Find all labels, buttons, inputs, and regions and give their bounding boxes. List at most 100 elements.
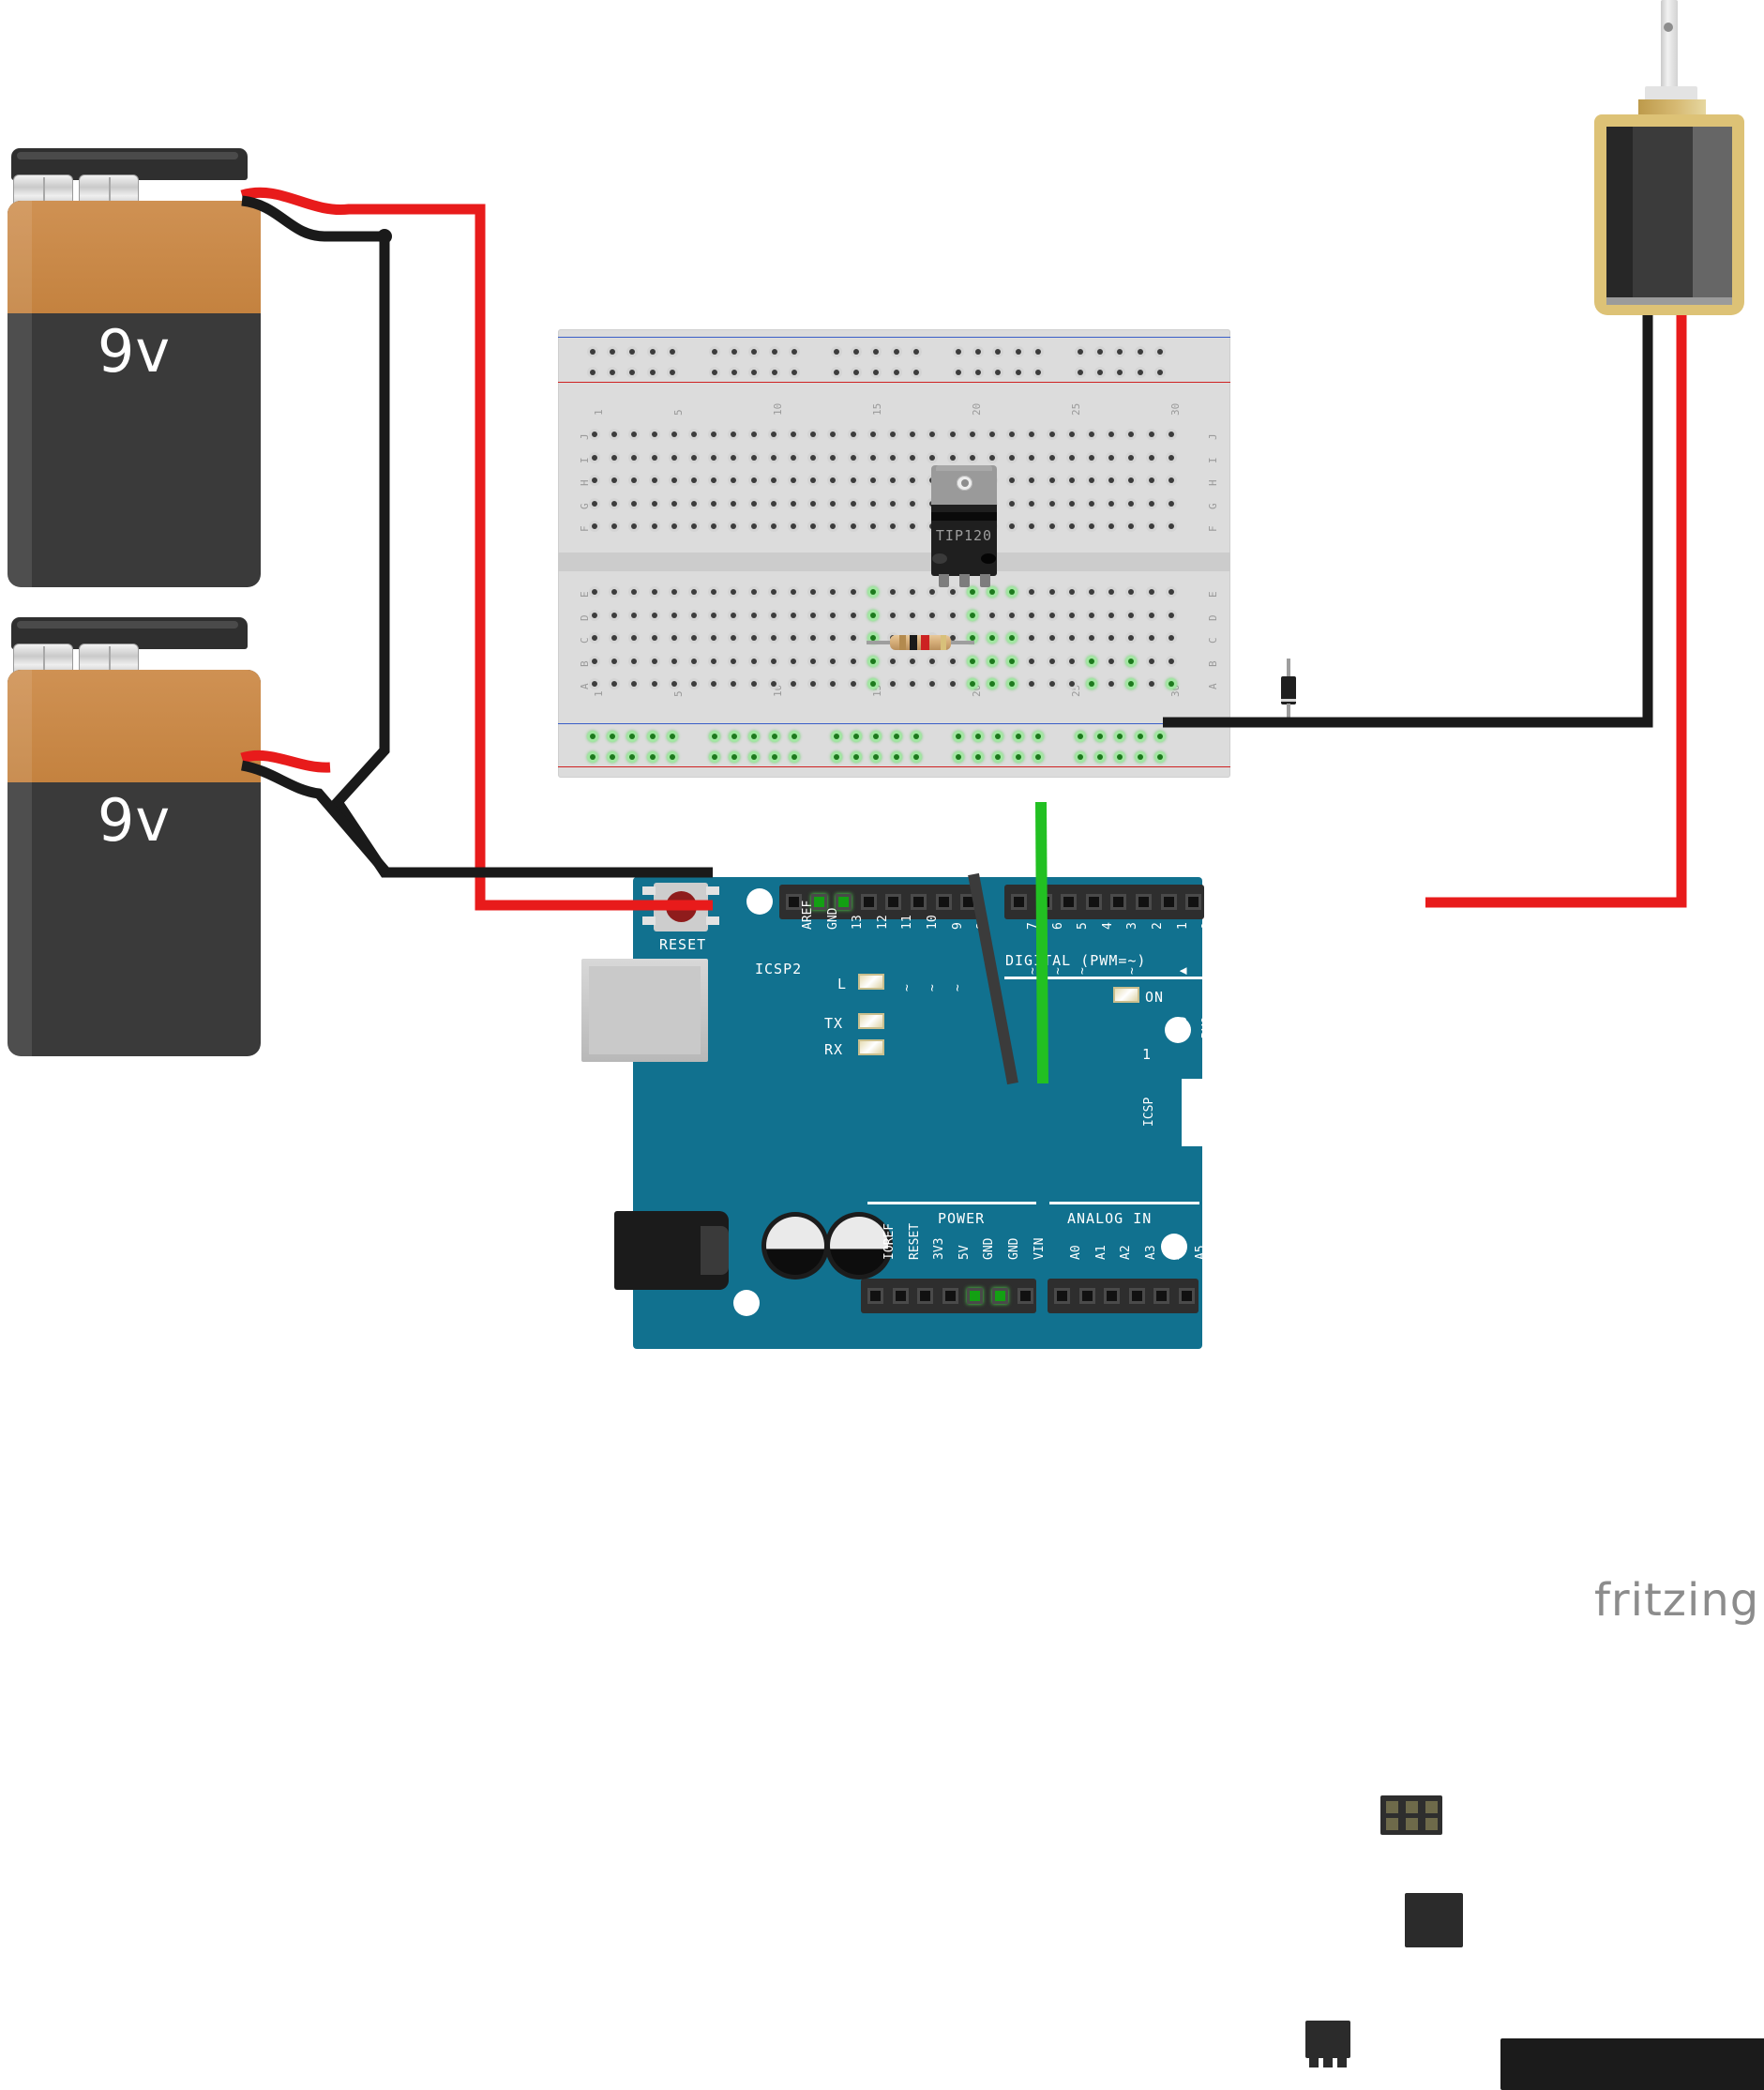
breadboard-hole[interactable] xyxy=(708,586,720,598)
rail-hole-top-minus[interactable] xyxy=(1134,346,1146,357)
breadboard-hole[interactable] xyxy=(987,451,998,463)
breadboard-hole[interactable] xyxy=(1086,632,1097,644)
breadboard-hole[interactable] xyxy=(609,678,621,689)
breadboard-hole[interactable] xyxy=(1026,475,1038,486)
digital-pin-7[interactable] xyxy=(1011,894,1027,910)
breadboard-hole[interactable] xyxy=(1026,632,1038,644)
breadboard-hole[interactable] xyxy=(688,632,700,644)
rail-hole-top-minus[interactable] xyxy=(910,346,922,357)
rail-hole-bottom-plus[interactable] xyxy=(788,751,800,763)
analog-header[interactable] xyxy=(1048,1279,1199,1313)
breadboard-hole[interactable] xyxy=(609,609,621,621)
breadboard-hole[interactable] xyxy=(747,678,760,689)
breadboard-hole[interactable] xyxy=(1165,586,1177,598)
breadboard-hole[interactable] xyxy=(788,632,799,644)
breadboard-hole[interactable] xyxy=(927,655,939,667)
breadboard-hole[interactable] xyxy=(1086,521,1097,532)
breadboard-hole[interactable] xyxy=(887,429,898,440)
breadboard-hole[interactable] xyxy=(1006,521,1018,532)
rail-hole-bottom-plus[interactable] xyxy=(870,751,882,763)
breadboard-hole[interactable] xyxy=(807,678,820,689)
rail-hole-top-minus[interactable] xyxy=(992,346,1004,357)
rail-hole-bottom-minus[interactable] xyxy=(626,731,639,742)
rail-hole-bottom-minus[interactable] xyxy=(666,731,678,742)
breadboard-hole[interactable] xyxy=(688,497,700,509)
breadboard-hole[interactable] xyxy=(589,678,600,689)
breadboard-hole[interactable] xyxy=(1065,655,1078,667)
breadboard-hole[interactable] xyxy=(1106,632,1118,644)
rail-hole-bottom-minus[interactable] xyxy=(768,731,780,742)
rail-hole-bottom-minus[interactable] xyxy=(890,731,902,742)
breadboard-hole[interactable] xyxy=(1125,586,1138,598)
rail-hole-bottom-minus[interactable] xyxy=(1153,731,1166,742)
breadboard-hole[interactable] xyxy=(747,586,760,598)
breadboard-hole[interactable] xyxy=(648,497,660,509)
breadboard-hole[interactable] xyxy=(907,475,919,486)
power-pin-gnd-4[interactable] xyxy=(967,1288,984,1304)
breadboard-hole[interactable] xyxy=(987,609,998,621)
power-pin-3v3-2[interactable] xyxy=(917,1288,934,1304)
breadboard-hole[interactable] xyxy=(668,429,680,440)
breadboard-hole[interactable] xyxy=(1125,678,1138,689)
breadboard-hole[interactable] xyxy=(747,655,760,667)
rail-hole-bottom-minus[interactable] xyxy=(953,731,964,742)
breadboard-hole[interactable] xyxy=(1026,609,1038,621)
rail-hole-top-plus[interactable] xyxy=(748,367,761,378)
breadboard-hole[interactable] xyxy=(668,609,680,621)
power-pin-vin-6[interactable] xyxy=(1017,1288,1033,1304)
breadboard-hole[interactable] xyxy=(1006,678,1018,689)
breadboard-hole[interactable] xyxy=(668,586,680,598)
breadboard-hole[interactable] xyxy=(807,586,820,598)
breadboard-hole[interactable] xyxy=(927,586,939,598)
breadboard-hole[interactable] xyxy=(1086,655,1097,667)
breadboard-hole[interactable] xyxy=(1006,655,1018,667)
breadboard-hole[interactable] xyxy=(827,497,839,509)
breadboard-hole[interactable] xyxy=(1165,475,1177,486)
breadboard-hole[interactable] xyxy=(867,497,879,509)
rail-hole-top-minus[interactable] xyxy=(709,346,720,357)
breadboard-hole[interactable] xyxy=(847,632,859,644)
breadboard-hole[interactable] xyxy=(827,678,839,689)
breadboard-hole[interactable] xyxy=(609,586,621,598)
rail-hole-bottom-minus[interactable] xyxy=(607,731,619,742)
breadboard-hole[interactable] xyxy=(609,497,621,509)
breadboard-hole[interactable] xyxy=(767,497,779,509)
rail-hole-top-minus[interactable] xyxy=(972,346,985,357)
breadboard-hole[interactable] xyxy=(847,521,859,532)
breadboard-hole[interactable] xyxy=(728,586,740,598)
digital-pin-8[interactable] xyxy=(960,894,977,910)
rail-hole-bottom-minus[interactable] xyxy=(910,731,922,742)
rail-hole-top-plus[interactable] xyxy=(768,367,780,378)
breadboard-hole[interactable] xyxy=(747,632,760,644)
breadboard-hole[interactable] xyxy=(788,655,799,667)
rail-hole-top-plus[interactable] xyxy=(626,367,639,378)
rail-hole-bottom-plus[interactable] xyxy=(1134,751,1146,763)
flyback-diode[interactable] xyxy=(1281,659,1296,724)
rail-hole-top-plus[interactable] xyxy=(992,367,1004,378)
breadboard-hole[interactable] xyxy=(927,429,939,440)
breadboard-hole[interactable] xyxy=(1145,429,1157,440)
breadboard-hole[interactable] xyxy=(747,521,760,532)
breadboard-hole[interactable] xyxy=(648,586,660,598)
breadboard-hole[interactable] xyxy=(648,451,660,463)
breadboard-hole[interactable] xyxy=(1086,678,1097,689)
digital-pin-13[interactable] xyxy=(836,894,852,910)
breadboard-hole[interactable] xyxy=(1026,678,1038,689)
breadboard-hole[interactable] xyxy=(847,475,859,486)
breadboard-hole[interactable] xyxy=(1065,632,1078,644)
rail-hole-bottom-minus[interactable] xyxy=(870,731,882,742)
breadboard-hole[interactable] xyxy=(946,678,958,689)
breadboard-hole[interactable] xyxy=(1145,655,1157,667)
breadboard-hole[interactable] xyxy=(688,609,700,621)
breadboard-hole[interactable] xyxy=(1026,497,1038,509)
breadboard-hole[interactable] xyxy=(648,521,660,532)
rail-hole-top-minus[interactable] xyxy=(626,346,639,357)
rail-hole-bottom-minus[interactable] xyxy=(1094,731,1107,742)
breadboard-hole[interactable] xyxy=(1165,429,1177,440)
breadboard-hole[interactable] xyxy=(1106,451,1118,463)
breadboard-hole[interactable] xyxy=(1006,586,1018,598)
breadboard-hole[interactable] xyxy=(688,521,700,532)
breadboard-hole[interactable] xyxy=(708,475,720,486)
breadboard-hole[interactable] xyxy=(807,609,820,621)
breadboard-hole[interactable] xyxy=(1046,451,1058,463)
